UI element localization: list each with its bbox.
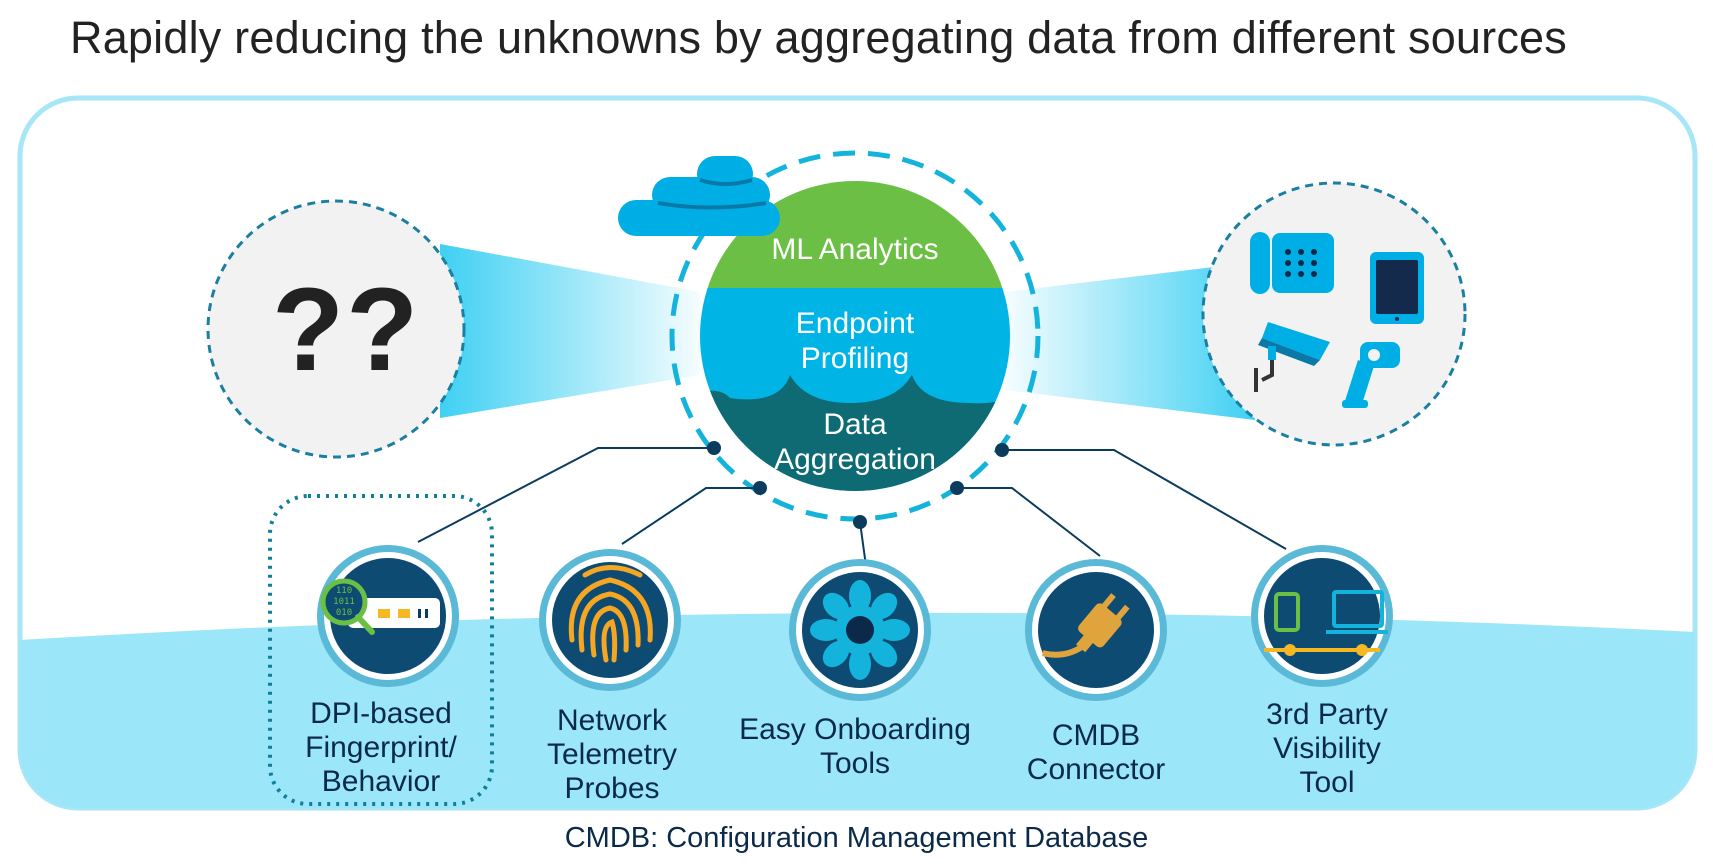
dpi-highlight-box xyxy=(268,494,494,806)
svg-text:1011: 1011 xyxy=(333,597,355,607)
data-aggregation-label: Data Aggregation xyxy=(774,408,936,476)
unknown-endpoints-circle xyxy=(206,199,466,459)
connectors xyxy=(417,447,1287,567)
unknown-question-marks: ?? xyxy=(272,264,421,396)
source-label-dpi: DPI-based Fingerprint/ Behavior xyxy=(305,697,457,798)
network-devices-icon xyxy=(1251,545,1393,687)
ml-analytics-label: ML Analytics xyxy=(771,233,939,266)
source-label-3rd-party: 3rd Party Visibility Tool xyxy=(1266,698,1388,799)
known-devices-circle xyxy=(1201,181,1467,447)
fingerprint-icon xyxy=(539,549,681,691)
phone-icon xyxy=(1250,232,1334,294)
svg-text:010: 010 xyxy=(336,608,352,618)
right-beam xyxy=(1005,262,1255,420)
page-title: Rapidly reducing the unknowns by aggrega… xyxy=(70,12,1567,63)
tablet-icon xyxy=(1370,252,1424,324)
footnote: CMDB: Configuration Management Database xyxy=(564,822,1149,854)
svg-text:110: 110 xyxy=(336,586,352,596)
endpoint-profiling-label: Endpoint Profiling xyxy=(795,307,915,375)
camera-icon xyxy=(1254,322,1330,392)
plug-icon xyxy=(1025,559,1167,701)
dpi-icon: 110 1011 010 xyxy=(317,545,459,687)
scanner-icon xyxy=(1342,342,1400,408)
cloud-icon xyxy=(618,156,780,236)
source-label-network-telemetry: Network Telemetry Probes xyxy=(546,704,678,805)
source-label-easy-onboarding: Easy Onboarding Tools xyxy=(739,713,971,780)
source-label-cmdb-connector: CMDB Connector xyxy=(1026,719,1166,786)
left-beam xyxy=(440,244,700,418)
connector-dots xyxy=(707,441,1009,529)
gear-flower-icon xyxy=(789,559,931,701)
